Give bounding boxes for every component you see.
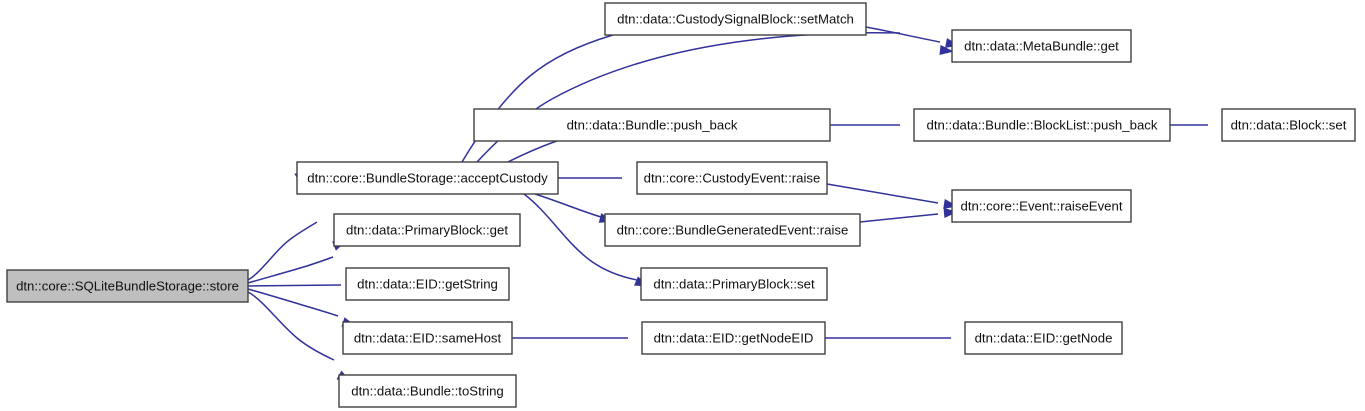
node-box[interactable] — [342, 321, 513, 355]
node-metabundleget[interactable]: dtn::data::MetaBundle::get — [951, 29, 1132, 63]
node-label: dtn::data::Block::set — [1231, 117, 1347, 132]
node-box[interactable] — [296, 161, 559, 195]
node-label: dtn::data::PrimaryBlock::set — [653, 276, 815, 291]
edge-bundlegeneratedeventraise-to-eventraiseevent — [859, 208, 958, 223]
edge-acceptcustody-to-metabundleget — [476, 31, 954, 163]
edge-line — [461, 34, 614, 163]
node-box[interactable] — [604, 213, 861, 247]
node-label: dtn::data::PrimaryBlock::get — [346, 222, 508, 237]
arrowhead-icon — [943, 208, 958, 218]
node-box[interactable] — [951, 29, 1132, 63]
edge-line — [247, 291, 335, 361]
edge-line — [247, 256, 334, 284]
node-custodyeventraise[interactable]: dtn::core::CustodyEvent::raise — [636, 161, 828, 195]
node-eidsamehost[interactable]: dtn::data::EID::sameHost — [342, 321, 513, 355]
node-label: dtn::data::EID::getNodeEID — [654, 330, 814, 345]
node-eidgetnode[interactable]: dtn::data::EID::getNode — [964, 321, 1123, 355]
node-label: dtn::data::Bundle::BlockList::push_back — [927, 117, 1158, 132]
edge-line — [865, 26, 941, 43]
node-acceptcustody[interactable]: dtn::core::BundleStorage::acceptCustody — [296, 161, 559, 195]
node-box[interactable] — [964, 321, 1123, 355]
node-primaryblockset[interactable]: dtn::data::PrimaryBlock::set — [640, 267, 828, 301]
node-label: dtn::data::EID::getNode — [975, 330, 1113, 345]
node-label: dtn::core::Event::raiseEvent — [961, 198, 1123, 213]
edge-store-to-eidgetstring — [247, 279, 360, 289]
node-label: dtn::data::Bundle::push_back — [567, 117, 738, 132]
edge-setmatch-to-metabundleget — [865, 26, 960, 48]
node-eidgetstring[interactable]: dtn::data::EID::getString — [345, 267, 510, 301]
edge-line — [476, 31, 901, 163]
node-box[interactable] — [345, 267, 510, 301]
node-bundlepushback[interactable]: dtn::data::Bundle::push_back — [473, 108, 831, 142]
edge-line — [247, 284, 342, 287]
edge-line — [247, 221, 318, 281]
edge-store-to-eidsamehost — [247, 288, 357, 327]
edge-custodyeventraise-to-eventraiseevent — [826, 183, 958, 209]
arrowhead-icon — [939, 45, 954, 55]
node-primaryblockget[interactable]: dtn::data::PrimaryBlock::get — [333, 213, 521, 247]
nodes-layer: dtn::core::SQLiteBundleStorage::storedtn… — [6, 2, 1356, 408]
node-box[interactable] — [6, 269, 249, 303]
node-label: dtn::data::EID::getString — [357, 276, 498, 291]
node-box[interactable] — [604, 2, 867, 36]
edge-eidgetnodeeid-to-eidgetnode — [825, 333, 979, 343]
node-eidgetnodeeid[interactable]: dtn::data::EID::getNodeEID — [641, 321, 826, 355]
node-bundlegeneratedeventraise[interactable]: dtn::core::BundleGeneratedEvent::raise — [604, 213, 861, 247]
node-label: dtn::core::CustodyEvent::raise — [644, 170, 821, 185]
edge-eidsamehost-to-eidgetnodeeid — [512, 333, 656, 343]
node-box[interactable] — [1221, 108, 1356, 142]
node-box[interactable] — [951, 189, 1132, 223]
node-box[interactable] — [913, 108, 1171, 142]
edge-bundlepushback-to-blocklistpushback — [830, 120, 928, 130]
edge-store-to-bundletostring — [247, 291, 352, 382]
node-label: dtn::core::SQLiteBundleStorage::store — [16, 278, 239, 293]
node-box[interactable] — [333, 213, 521, 247]
edge-line — [859, 213, 939, 223]
edge-line — [523, 193, 638, 281]
node-box[interactable] — [473, 108, 831, 142]
node-store[interactable]: dtn::core::SQLiteBundleStorage::store — [6, 269, 249, 303]
node-label: dtn::data::MetaBundle::get — [964, 38, 1119, 53]
node-box[interactable] — [338, 374, 517, 408]
node-box[interactable] — [640, 267, 828, 301]
node-label: dtn::core::BundleGeneratedEvent::raise — [617, 222, 849, 237]
node-label: dtn::data::CustodySignalBlock::setMatch — [617, 11, 854, 26]
node-box[interactable] — [641, 321, 826, 355]
node-box[interactable] — [636, 161, 828, 195]
node-blockset[interactable]: dtn::data::Block::set — [1221, 108, 1356, 142]
node-label: dtn::data::Bundle::toString — [351, 383, 504, 398]
node-blocklistpushback[interactable]: dtn::data::Bundle::BlockList::push_back — [913, 108, 1171, 142]
edge-line — [247, 288, 339, 317]
node-setmatch[interactable]: dtn::data::CustodySignalBlock::setMatch — [604, 2, 867, 36]
node-eventraiseevent[interactable]: dtn::core::Event::raiseEvent — [951, 189, 1132, 223]
node-bundletostring[interactable]: dtn::data::Bundle::toString — [338, 374, 517, 408]
edge-line — [826, 183, 939, 204]
node-label: dtn::data::EID::sameHost — [354, 330, 502, 345]
node-label: dtn::core::BundleStorage::acceptCustody — [307, 170, 548, 185]
